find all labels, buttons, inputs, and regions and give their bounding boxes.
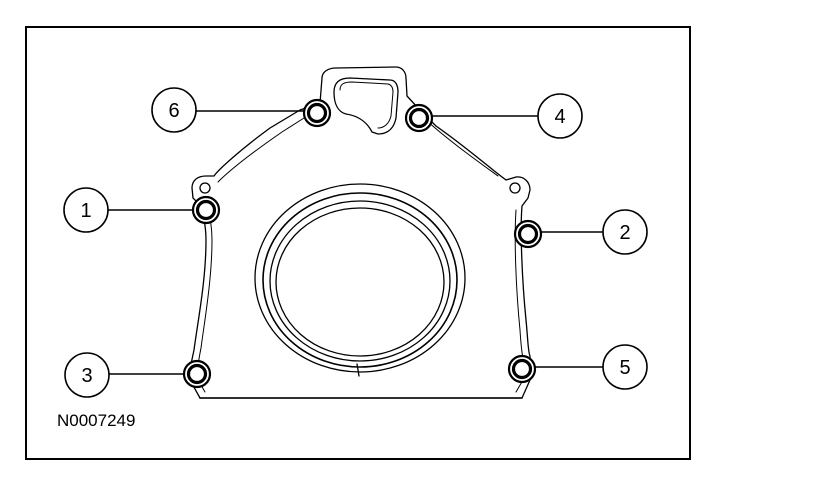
figure-frame <box>25 26 691 460</box>
seal-ring-2 <box>262 192 458 368</box>
bolt-2 <box>513 219 543 249</box>
bolt-5 <box>507 354 537 384</box>
alignment-hole-left <box>199 182 211 194</box>
callout-label-6: 6 <box>168 100 179 122</box>
alignment-hole-right <box>509 182 521 194</box>
callout-label-1: 1 <box>80 200 91 222</box>
leader-lines <box>108 110 603 375</box>
seal-witness-mark <box>356 363 360 377</box>
bolt-6 <box>302 98 332 128</box>
callout-label-4: 4 <box>554 106 565 128</box>
top-boss <box>333 77 399 135</box>
callout-label-5: 5 <box>619 357 630 379</box>
callout-6: 6 <box>151 87 197 133</box>
bolt-4 <box>404 103 434 133</box>
callout-3: 3 <box>64 352 110 398</box>
callout-label-3: 3 <box>81 365 92 387</box>
seal-ring-3 <box>269 200 451 362</box>
callout-1: 1 <box>63 187 109 233</box>
callout-2: 2 <box>602 209 648 255</box>
seal-inner-ring <box>275 207 445 357</box>
bolts <box>182 98 543 389</box>
callout-5: 5 <box>602 344 648 390</box>
housing-inner-outline <box>196 117 525 393</box>
seal-outer-ring <box>254 183 466 373</box>
bolt-1 <box>191 195 221 225</box>
figure-reference-id: N0007249 <box>57 411 136 430</box>
callouts: 1 2 3 4 5 6 <box>63 87 648 398</box>
bolt-3 <box>182 359 212 389</box>
callout-label-2: 2 <box>619 222 630 244</box>
top-boss-inner <box>339 81 394 129</box>
callout-4: 4 <box>537 93 583 139</box>
